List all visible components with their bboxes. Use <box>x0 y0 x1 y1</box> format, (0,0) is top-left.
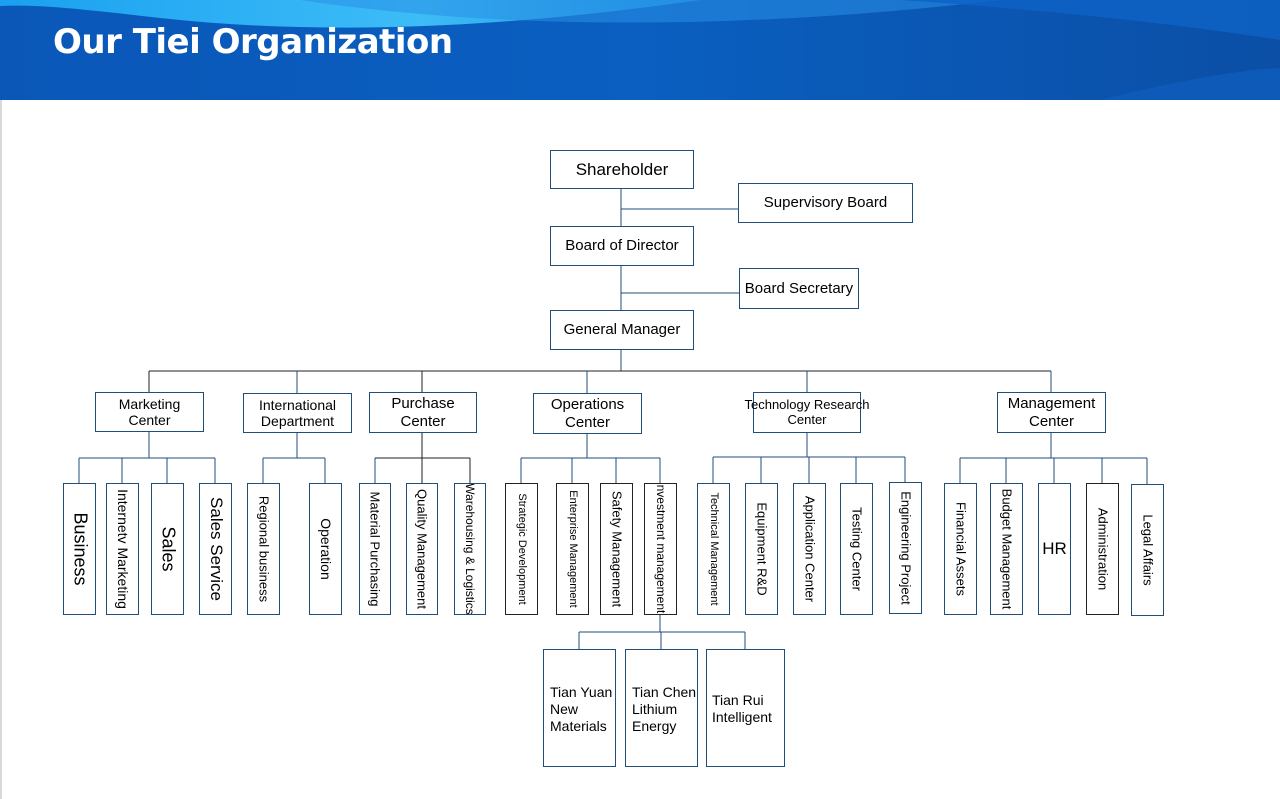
unit-regional-business: Regional business <box>247 483 280 615</box>
unit-technical-management: Technical Management <box>697 483 730 615</box>
unit-safety-management: Safety Management <box>600 483 633 615</box>
unit-application-center: Application Center <box>793 483 826 615</box>
unit-warehousing-logistics: Warehousing & Logistics <box>454 483 486 615</box>
unit-business: Business <box>63 483 96 615</box>
unit-engineering-project: Engineering Project <box>889 482 922 614</box>
left-divider <box>0 100 2 799</box>
unit-investment-management: nvestment management <box>644 483 677 615</box>
unit-sales: Sales <box>151 483 184 615</box>
shareholder-box: Shareholder <box>550 150 694 189</box>
unit-financial-assets: Financial Assets <box>944 483 977 615</box>
unit-quality-management: Quality Management <box>406 483 438 615</box>
unit-administration: Administration <box>1086 483 1119 615</box>
unit-strategic-development: Strategic Development <box>505 483 538 615</box>
unit-legal-affairs: Legal Affairs <box>1131 484 1164 616</box>
page-title: Our Tiei Organization <box>53 22 453 62</box>
unit-budget-management: Budget Management <box>990 483 1023 615</box>
general-manager-box: General Manager <box>550 310 694 350</box>
board-secretary-box: Board Secretary <box>739 268 859 309</box>
unit-hr: HR <box>1038 483 1071 615</box>
unit-sales-service: Sales Service <box>199 483 232 615</box>
unit-equipment-rd: Equipment R&D <box>745 483 778 615</box>
unit-enterprise-management: Enterprise Management <box>556 483 589 615</box>
board-of-director-box: Board of Director <box>550 226 694 266</box>
unit-material-purchasing: Material Purchasing <box>359 483 391 615</box>
header-banner: Our Tiei Organization <box>0 0 1280 100</box>
unit-testing-center: Testing Center <box>840 483 873 615</box>
supervisory-board-box: Supervisory Board <box>738 183 913 223</box>
unit-internet-marketing: Internetv Marketing <box>106 483 139 615</box>
unit-operation: Operation <box>309 483 342 615</box>
